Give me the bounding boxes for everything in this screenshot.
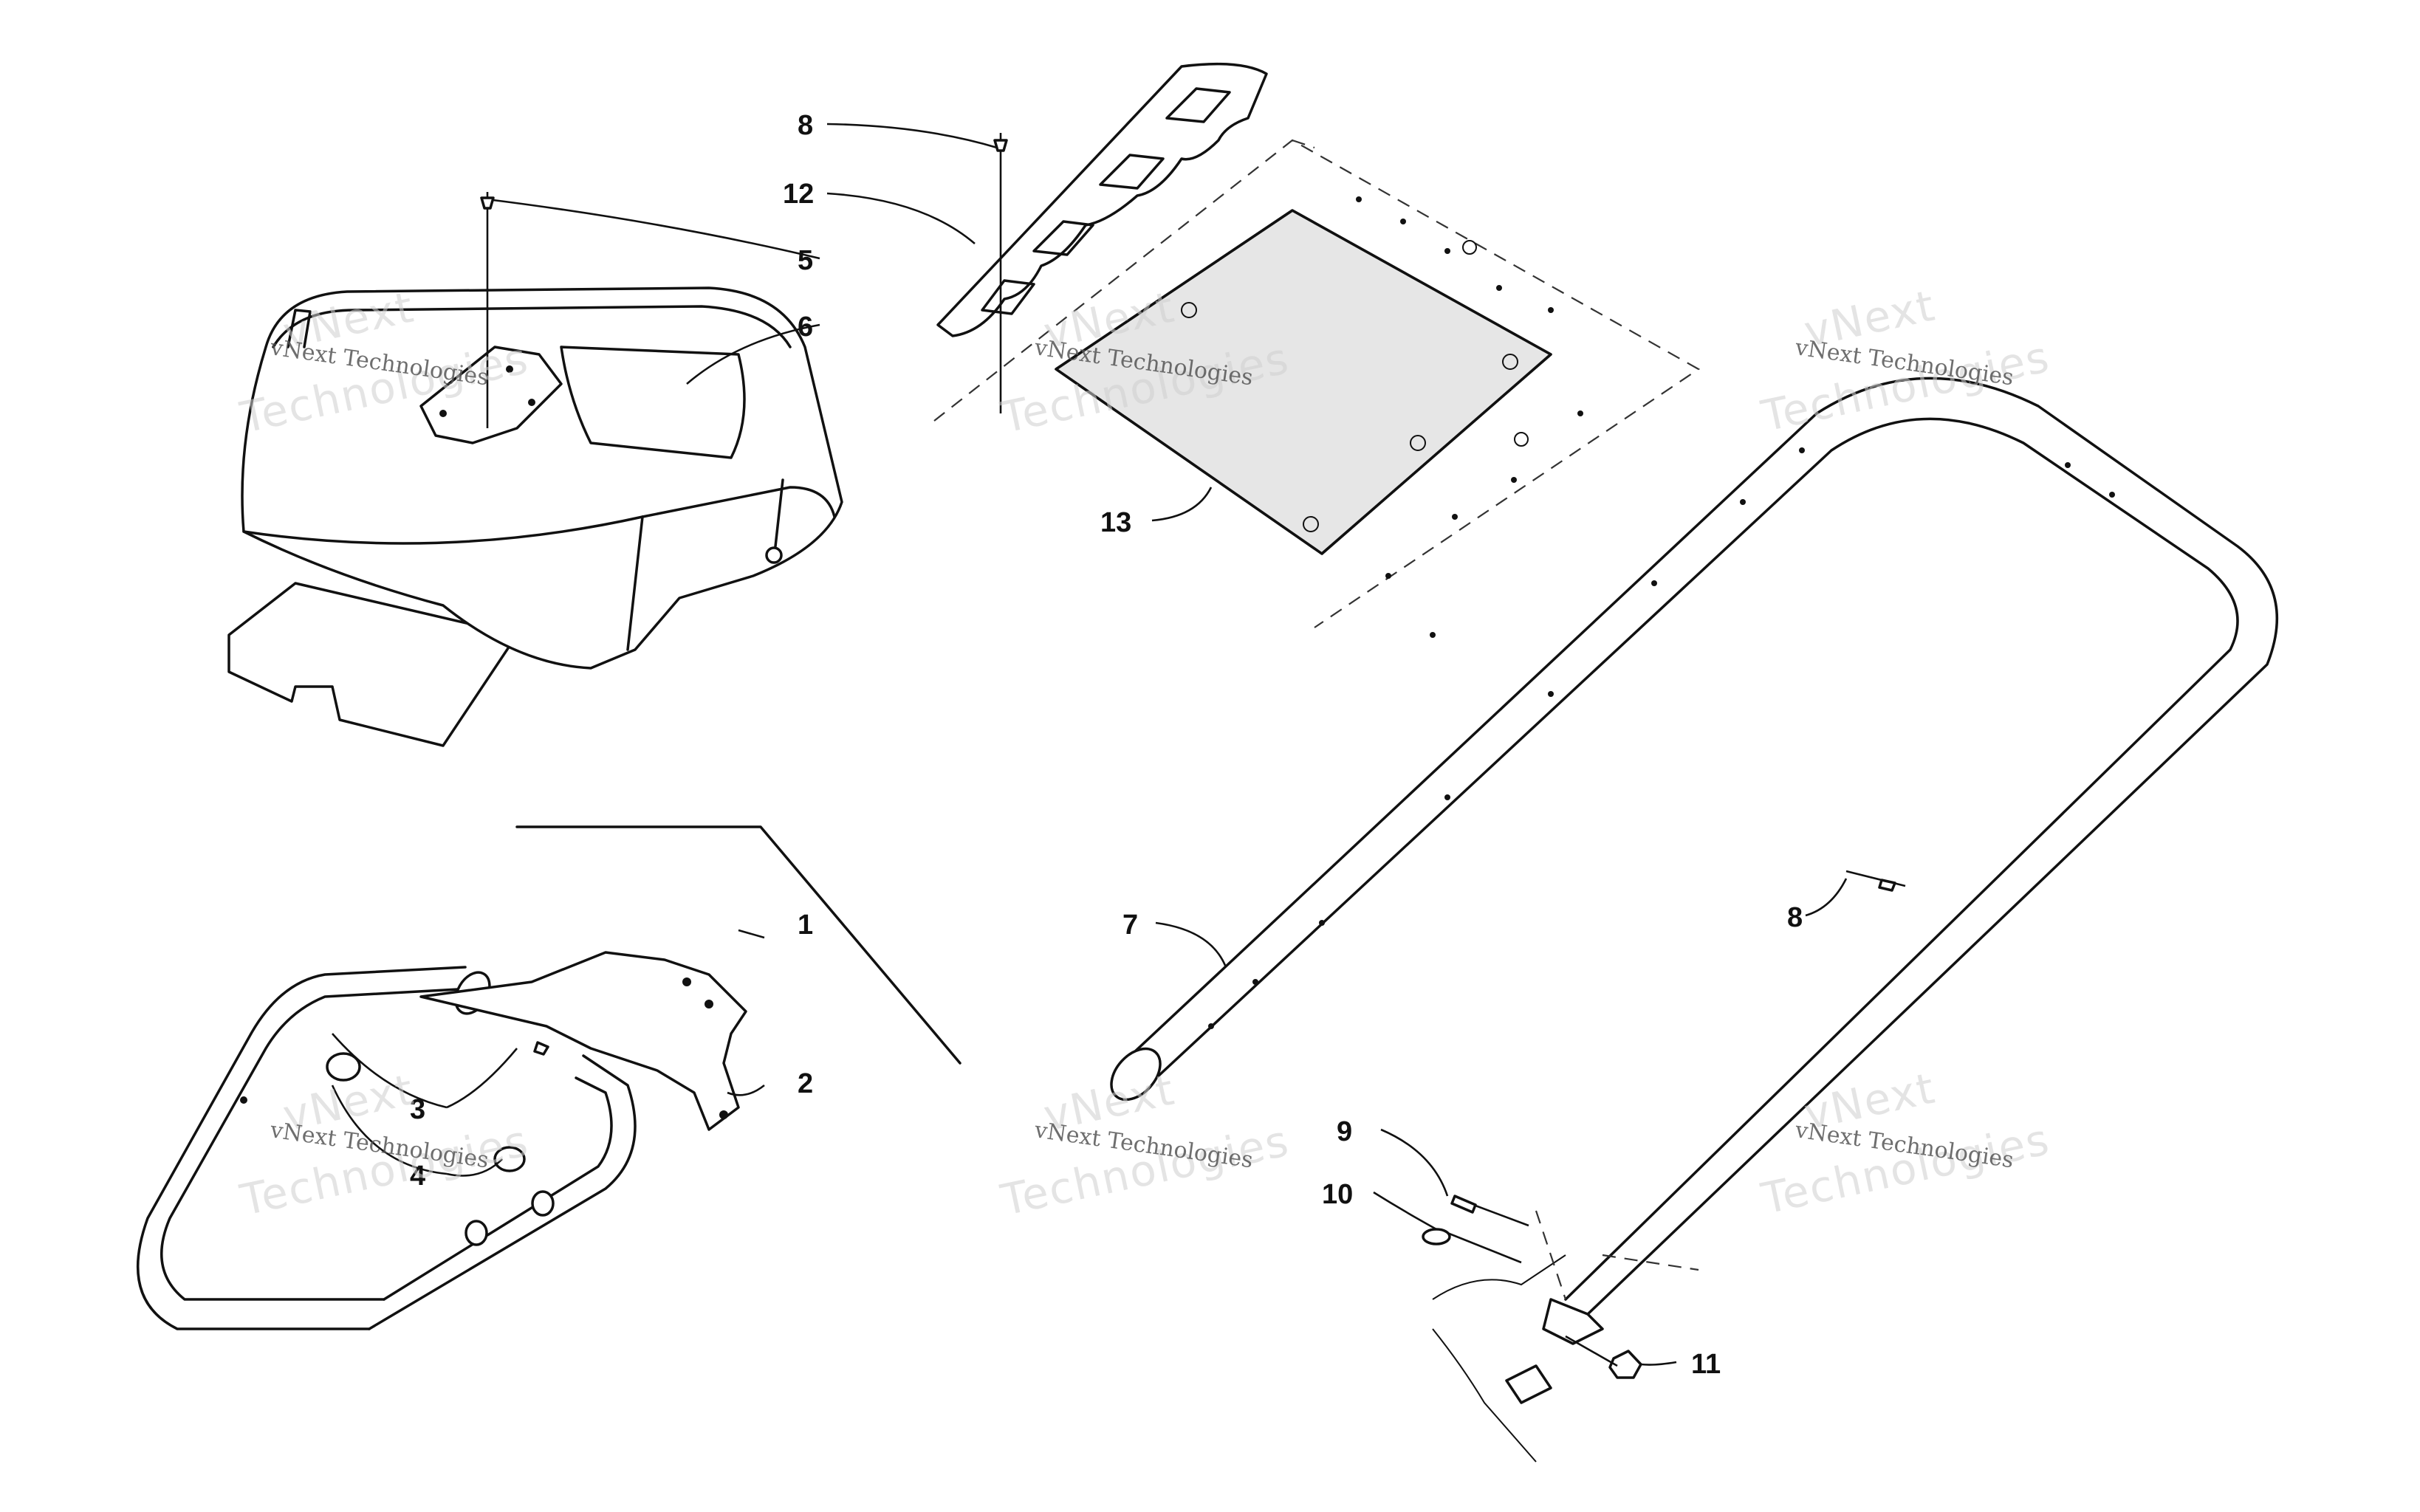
callout-9: 9 bbox=[1337, 1116, 1352, 1147]
leader-lines bbox=[331, 123, 1906, 1366]
callout-8-right: 8 bbox=[1787, 902, 1803, 933]
callout-3: 3 bbox=[410, 1094, 425, 1125]
callout-13: 13 bbox=[1100, 507, 1131, 538]
rail-hoop-part bbox=[1110, 377, 2279, 1345]
callout-6: 6 bbox=[798, 312, 813, 343]
callout-7: 7 bbox=[1122, 910, 1138, 941]
callout-10: 10 bbox=[1322, 1179, 1353, 1210]
callout-1: 1 bbox=[798, 910, 813, 941]
floor-mat-part bbox=[933, 139, 1701, 638]
step-plate-part bbox=[936, 62, 1268, 337]
callout-12: 12 bbox=[783, 179, 814, 210]
callout-4: 4 bbox=[410, 1161, 425, 1192]
callout-2: 2 bbox=[798, 1068, 813, 1099]
bumper-frame-part bbox=[136, 825, 962, 1330]
mounting-area bbox=[1422, 1195, 1699, 1463]
callout-11: 11 bbox=[1691, 1349, 1721, 1380]
callout-8-top: 8 bbox=[798, 110, 813, 141]
callout-5: 5 bbox=[798, 245, 813, 276]
callout-labels: 1 2 3 4 5 6 7 8 8 9 10 11 12 13 bbox=[410, 110, 1803, 1380]
storage-bag-part bbox=[227, 286, 843, 747]
